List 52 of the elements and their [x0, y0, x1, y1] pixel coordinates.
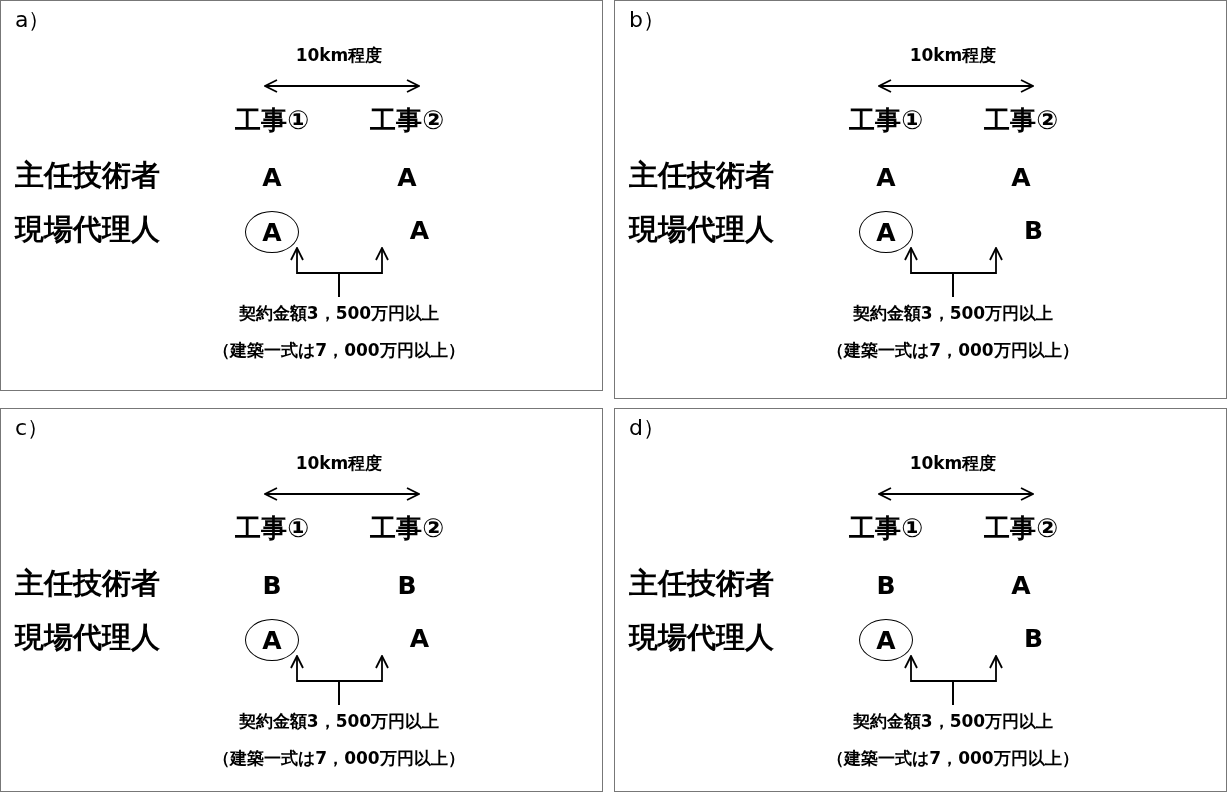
construction-label: 工事①: [235, 107, 309, 133]
distance-label: 10km程度: [295, 47, 383, 64]
panel-frame: [614, 0, 1227, 399]
condition-text: 契約金額3，500万円以上: [852, 713, 1054, 730]
engineer-letter: A: [1011, 165, 1031, 190]
construction-label: 工事①: [235, 515, 309, 541]
row-label: 主任技術者: [629, 161, 774, 190]
row-label: 現場代理人: [629, 623, 774, 652]
panel-frame: [0, 0, 603, 391]
row-label: 主任技術者: [629, 569, 774, 598]
condition-text: 契約金額3，500万円以上: [852, 305, 1054, 322]
engineer-letter: B: [876, 573, 896, 598]
arrow: [952, 655, 1003, 706]
engineer-letter: A: [876, 165, 896, 190]
condition-text: 契約金額3，500万円以上: [238, 305, 440, 322]
agent-letter: B: [997, 621, 1043, 655]
condition-note: （建築一式は7，000万円以上）: [213, 750, 465, 767]
construction-label: 工事①: [849, 515, 923, 541]
distance-label: 10km程度: [909, 455, 997, 472]
agent-letter: B: [997, 213, 1043, 247]
agent-letter: A: [383, 621, 429, 655]
row-label: 現場代理人: [629, 215, 774, 244]
panel-label: a）: [15, 9, 51, 31]
engineer-letter: A: [397, 165, 417, 190]
arrow: [338, 247, 389, 298]
condition-note: （建築一式は7，000万円以上）: [827, 750, 1079, 767]
construction-label: 工事②: [984, 515, 1058, 541]
condition-note: （建築一式は7，000万円以上）: [827, 342, 1079, 359]
engineer-letter: A: [262, 165, 282, 190]
construction-label: 工事②: [370, 515, 444, 541]
row-label: 現場代理人: [15, 215, 160, 244]
condition-text: 契約金額3，500万円以上: [238, 713, 440, 730]
construction-label: 工事①: [849, 107, 923, 133]
construction-label: 工事②: [984, 107, 1058, 133]
agent-letter: A: [383, 213, 429, 247]
distance-label: 10km程度: [909, 47, 997, 64]
panel-label: b）: [629, 9, 665, 31]
panel-label: d）: [629, 417, 665, 439]
distance-label: 10km程度: [295, 455, 383, 472]
panel-label: c）: [15, 417, 50, 439]
engineer-letter: B: [397, 573, 417, 598]
arrow: [338, 655, 389, 706]
panel-frame: [614, 408, 1227, 792]
row-label: 主任技術者: [15, 161, 160, 190]
panel-frame: [0, 408, 603, 792]
row-label: 主任技術者: [15, 569, 160, 598]
construction-label: 工事②: [370, 107, 444, 133]
condition-note: （建築一式は7，000万円以上）: [213, 342, 465, 359]
row-label: 現場代理人: [15, 623, 160, 652]
engineer-letter: B: [262, 573, 282, 598]
engineer-letter: A: [1011, 573, 1031, 598]
arrow: [952, 247, 1003, 298]
